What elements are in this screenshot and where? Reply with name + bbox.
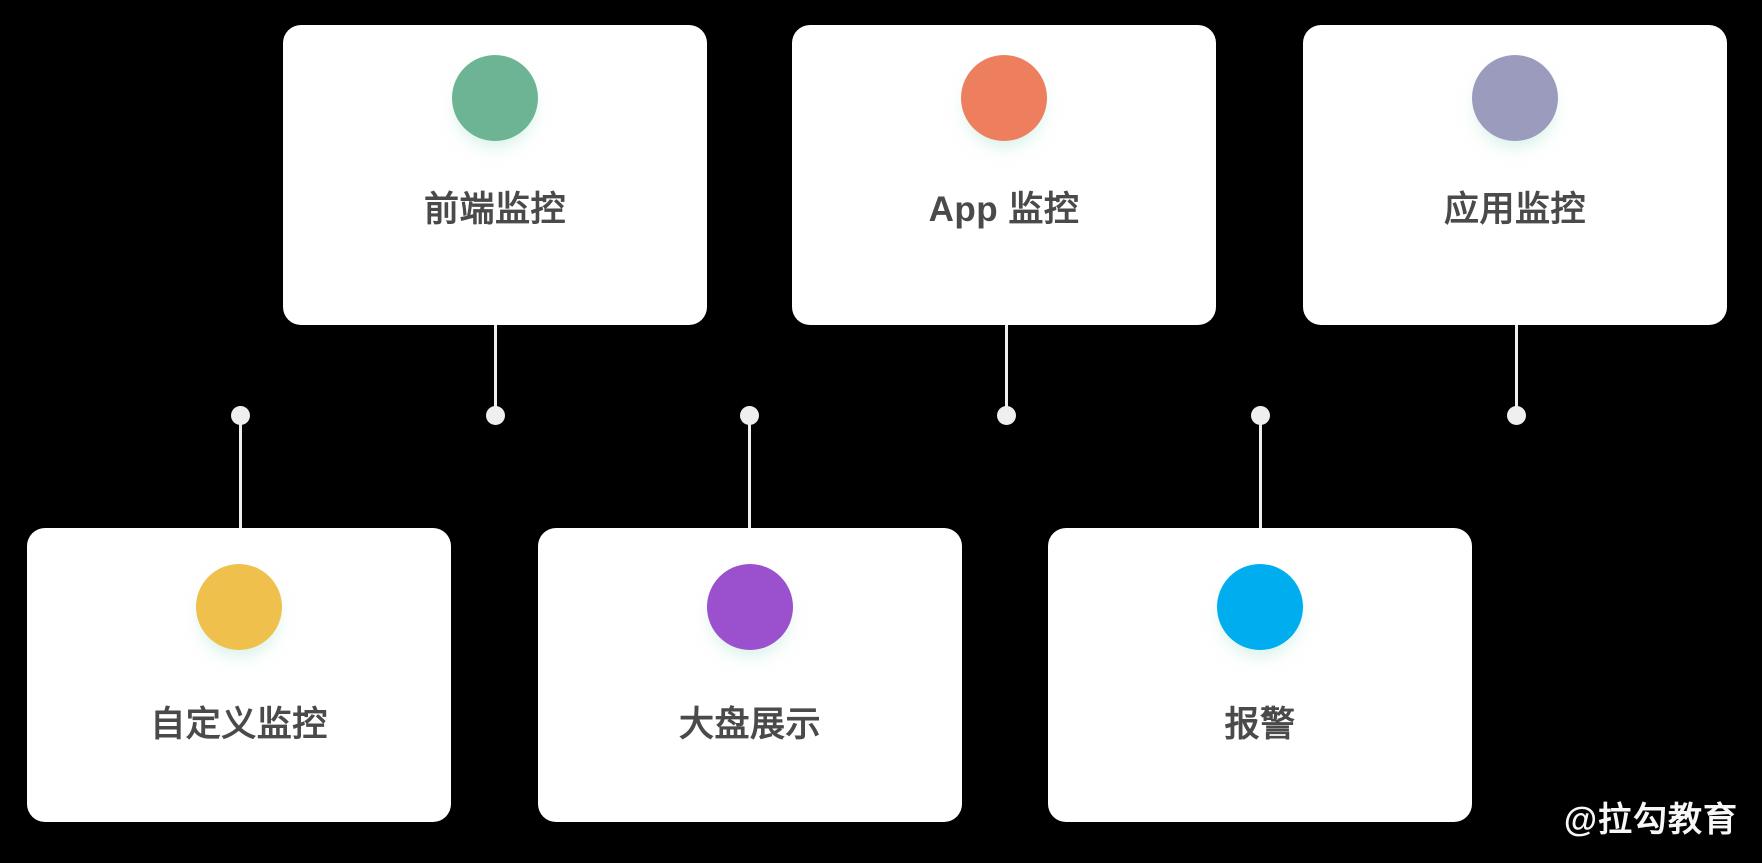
connector-line (1259, 424, 1262, 534)
connector-node-dot (1251, 406, 1270, 425)
connector-node-dot (231, 406, 250, 425)
custom-monitoring-dot (196, 564, 282, 650)
connector-node-dot (740, 406, 759, 425)
connector-line (1515, 322, 1518, 422)
card-frontend-monitoring[interactable]: 前端监控 (283, 25, 707, 325)
card-label: 大盘展示 (678, 705, 821, 744)
card-label: 应用监控 (1443, 190, 1586, 229)
watermark: @拉勾教育 (1563, 801, 1738, 839)
alerting-dot (1217, 564, 1303, 650)
connector-node-dot (997, 406, 1016, 425)
frontend-monitoring-dot (452, 55, 538, 141)
card-alerting[interactable]: 报警 (1048, 528, 1472, 822)
card-label: 自定义监控 (150, 705, 328, 744)
connector-line (748, 424, 751, 534)
card-application-monitoring[interactable]: 应用监控 (1303, 25, 1727, 325)
connector-line (1005, 322, 1008, 422)
card-custom-monitoring[interactable]: 自定义监控 (27, 528, 451, 822)
app-monitoring-dot (961, 55, 1047, 141)
card-label: 前端监控 (423, 190, 566, 229)
connector-line (239, 424, 242, 534)
connector-node-dot (486, 406, 505, 425)
card-label: App 监控 (928, 190, 1080, 229)
card-dashboard-display[interactable]: 大盘展示 (538, 528, 962, 822)
application-monitoring-dot (1472, 55, 1558, 141)
card-label: 报警 (1224, 705, 1296, 744)
card-app-monitoring[interactable]: App 监控 (792, 25, 1216, 325)
dashboard-display-dot (707, 564, 793, 650)
connector-node-dot (1507, 406, 1526, 425)
connector-line (494, 322, 497, 422)
